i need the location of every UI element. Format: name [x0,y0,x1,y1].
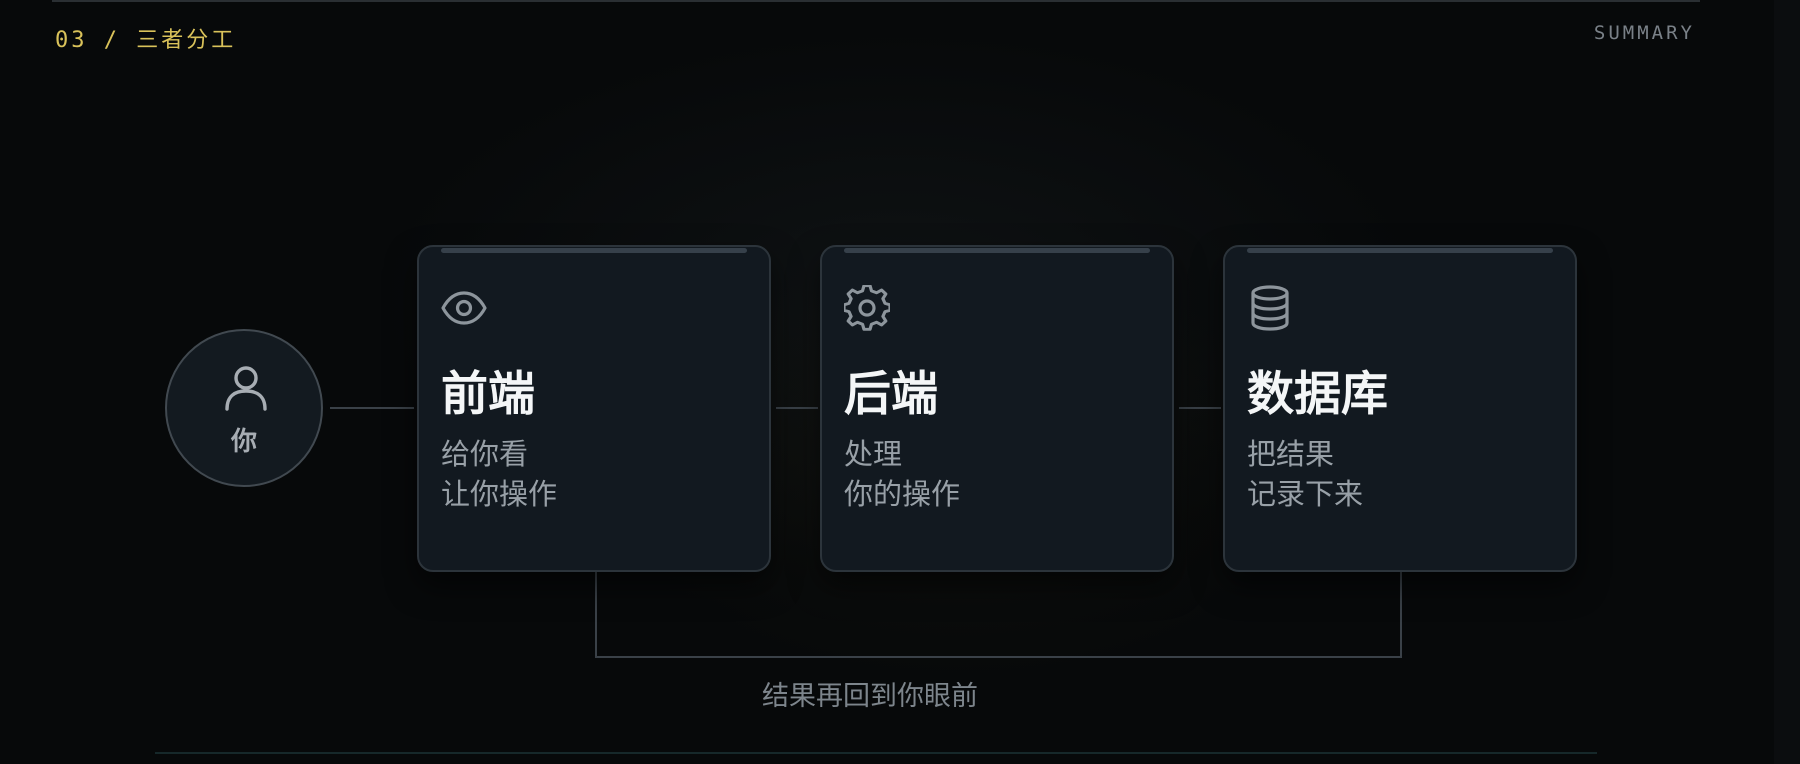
card-title: 前端 [441,367,535,422]
return-path-label: 结果再回到你眼前 [762,681,978,712]
card-desc-line-1: 给你看 [441,437,529,471]
return-path-bottom [595,656,1402,658]
user-node: 你 [165,329,323,487]
summary-label: SUMMARY [1593,22,1695,44]
card-title: 后端 [844,367,938,422]
right-edge-strip [1774,0,1800,764]
card-desc-line-2: 让你操作 [441,477,558,511]
card-accent-bar [441,248,747,253]
card-desc-line-1: 把结果 [1247,437,1335,471]
card-desc-line-2: 记录下来 [1247,477,1364,511]
eye-icon [441,291,487,325]
connector-frontend-backend [776,407,818,409]
card-title: 数据库 [1247,367,1388,422]
connector-user-frontend [330,407,414,409]
return-path-right [1400,572,1402,658]
user-label: 你 [230,427,257,457]
card-accent-bar [844,248,1150,253]
connector-backend-database [1179,407,1221,409]
card-database: 数据库 把结果 记录下来 [1223,245,1577,572]
database-icon [1251,285,1289,331]
card-desc-line-1: 处理 [844,437,903,471]
card-backend: 后端 处理 你的操作 [820,245,1174,572]
top-divider [52,0,1700,2]
section-label: 03 / 三者分工 [55,28,237,53]
card-accent-bar [1247,248,1553,253]
card-desc-line-2: 你的操作 [844,477,961,511]
user-icon [225,366,267,411]
bottom-divider [155,752,1597,754]
card-frontend: 前端 给你看 让你操作 [417,245,771,572]
gear-icon [844,285,890,331]
return-path-left [595,572,597,658]
